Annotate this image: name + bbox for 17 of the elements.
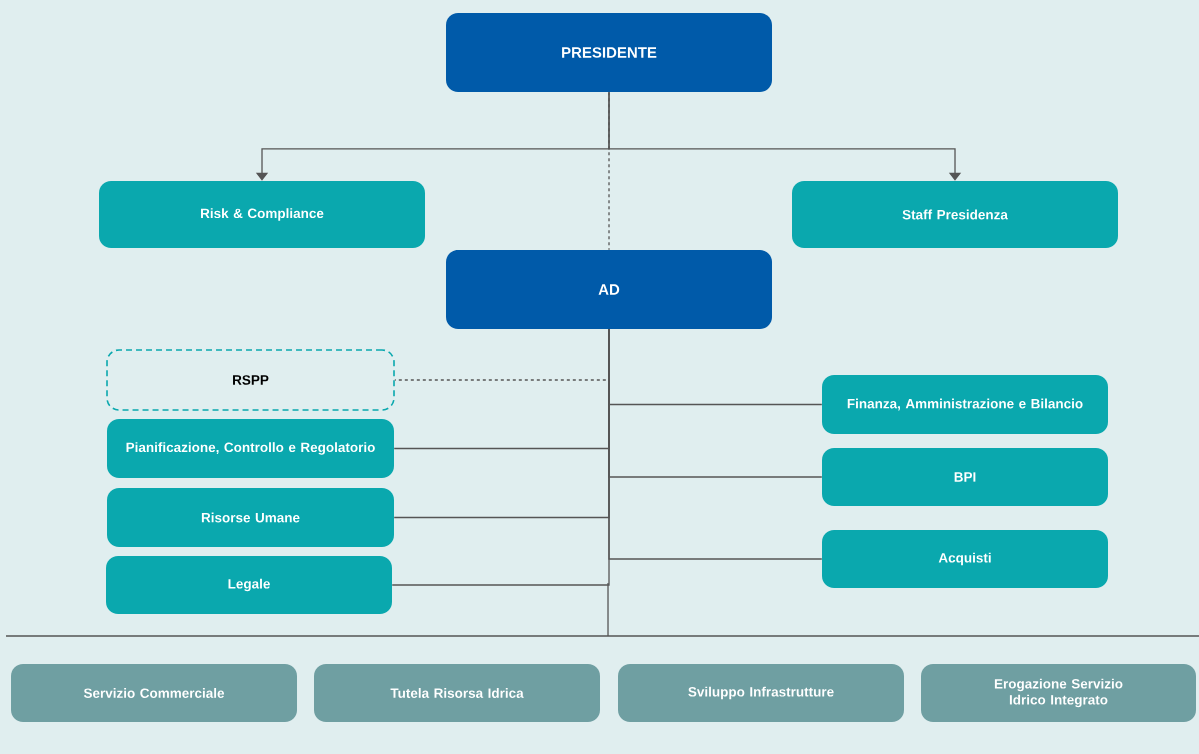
unit-box: BPI — [822, 448, 1108, 506]
department-box: Servizio Commerciale — [11, 664, 297, 722]
department-box: Tutela Risorsa Idrica — [314, 664, 600, 722]
manager-box: PRESIDENTE — [446, 13, 772, 92]
unit-box: Risorse Umane — [107, 488, 394, 547]
connector-line — [608, 91, 610, 251]
unit-box: Risk & Compliance — [99, 181, 425, 248]
manager-box: AD — [446, 250, 772, 329]
unit-box: Staff Presidenza — [792, 181, 1118, 248]
connector-line — [391, 328, 610, 586]
department-box: Sviluppo Infrastrutture — [618, 664, 904, 722]
department-box: Erogazione Servizio Idrico Integrato — [921, 664, 1196, 722]
unit-box: Legale — [106, 556, 392, 614]
unit-box: Finanza, Amministrazione e Bilancio — [822, 375, 1108, 434]
dashed-box: RSPP — [106, 349, 395, 411]
unit-box: Pianificazione, Controllo e Regolatorio — [107, 419, 394, 478]
unit-box: Acquisti — [822, 530, 1108, 588]
